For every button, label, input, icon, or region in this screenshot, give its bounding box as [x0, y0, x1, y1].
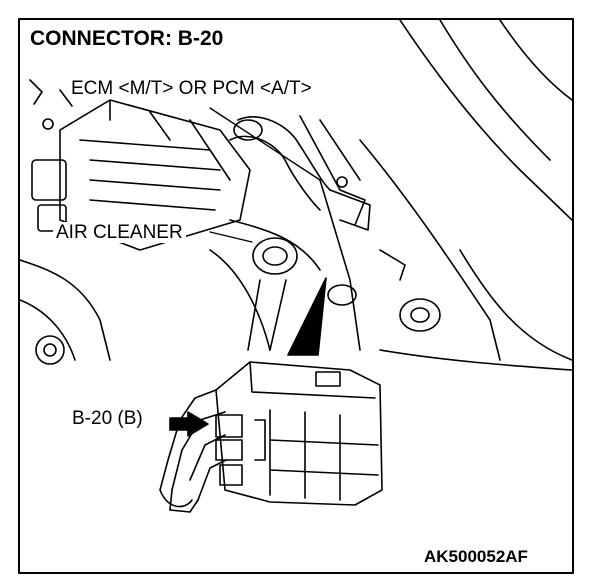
ecm-label: ECM <M/T> OR PCM <A/T>: [68, 78, 315, 99]
figure-code: AK500052AF: [424, 547, 528, 566]
reservoir-caps: [247, 237, 441, 351]
air-cleaner-label: AIR CLEANER: [53, 222, 186, 243]
left-components: [20, 79, 111, 365]
ecm-connector-detail: [159, 361, 383, 513]
leader-lines: [209, 107, 321, 243]
diagram-frame: CONNECTOR: B-20 ECM <M/T> OR PCM <A/T> A…: [18, 18, 574, 574]
page-title: CONNECTOR: B-20: [30, 27, 224, 50]
fender-outline: [319, 20, 572, 371]
connector-arrow: [169, 411, 209, 437]
pointer-wedge: [287, 277, 327, 356]
engine-bay-illustration: [20, 20, 572, 513]
connector-label: B-20 (B): [72, 408, 143, 429]
intake-duct: [229, 115, 371, 231]
